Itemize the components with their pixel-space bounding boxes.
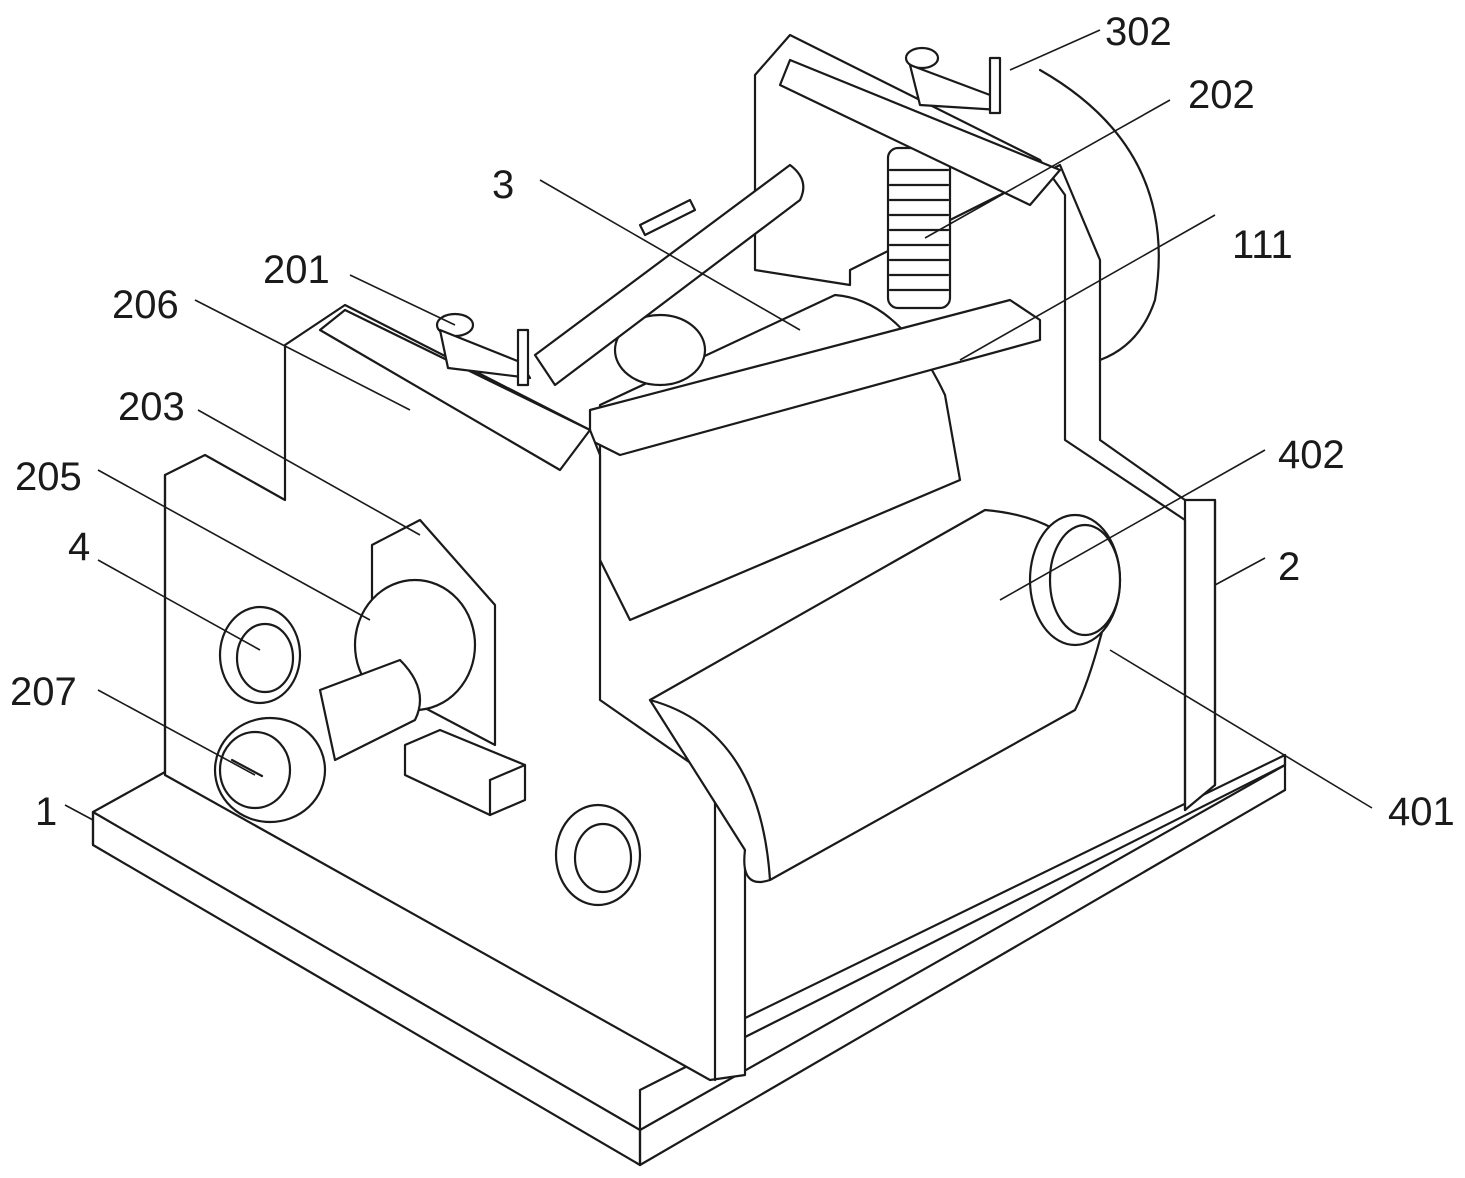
label-201: 201 [263,248,330,292]
label-402: 402 [1278,433,1345,477]
label-111: 111 [1232,223,1293,267]
label-205: 205 [15,455,82,499]
label-302: 302 [1105,10,1172,54]
label-202: 202 [1188,73,1255,117]
top-shaft [533,163,805,387]
guide-block [403,728,527,817]
right-upright [753,33,1217,812]
label-1: 1 [35,790,57,834]
label-206: 206 [112,283,179,327]
label-4: 4 [68,525,90,569]
bearing-left [218,605,302,705]
label-207: 207 [10,670,77,714]
leader-lines [64,29,1373,821]
label-2: 2 [1278,545,1300,589]
spring-right [886,146,952,310]
label-401: 401 [1388,790,1455,834]
label-203: 203 [118,385,185,429]
bearing-lower [554,803,642,907]
label-3: 3 [492,163,514,207]
part-labels: 302 202 3 111 201 206 203 205 4 207 1 40… [10,10,1455,834]
clamp-arm-left [435,312,532,387]
lower-roller [648,508,1122,883]
clamp-arm-right [778,46,1062,207]
handwheel [213,578,477,824]
